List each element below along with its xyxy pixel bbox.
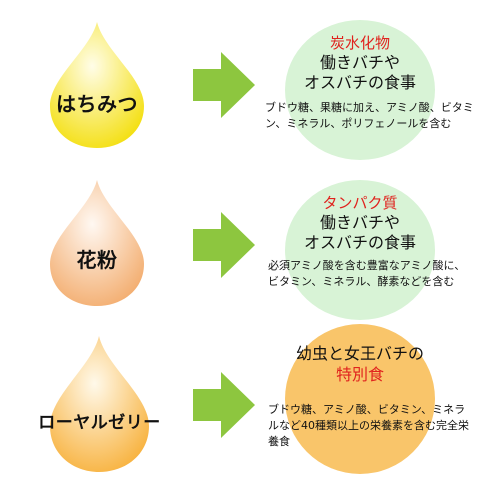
description-text: ブドウ糖、果糖に加え、アミノ酸、ビタミン、ミネラル、ポリフェノールを含む — [265, 101, 474, 130]
nutrition-circle: 炭水化物 働きバチや オスバチの食事 — [285, 20, 435, 160]
arrow-right-icon — [193, 372, 255, 442]
category-label: 炭水化物 — [329, 34, 390, 52]
royal-jelly-drop: ローヤルゼリー — [38, 334, 160, 474]
row-pollen: 花粉 タンパク質 働きバチや オスバチの食事 必須アミノ酸を含む豊富なアミノ酸に… — [0, 160, 480, 320]
source-label: ローヤルゼリー — [38, 413, 161, 433]
category-label: タンパク質 — [322, 194, 398, 212]
row-royal-jelly: ローヤルゼリー 幼虫と女王バチの 特別食 ブドウ糖、アミノ酸、ビタミン、ミネラル… — [0, 320, 480, 480]
row-honey: はちみつ 炭水化物 働きバチや オスバチの食事 ブドウ糖、果糖に加え、アミノ酸、… — [0, 0, 480, 160]
nutrition-circle: 幼虫と女王バチの 特別食 — [285, 324, 435, 474]
honey-drop: はちみつ — [42, 20, 152, 150]
consumer-line-1: 働きバチや — [319, 213, 400, 232]
drop-shape — [50, 336, 149, 472]
nutrition-circle: タンパク質 働きバチや オスバチの食事 — [285, 180, 435, 320]
source-label: 花粉 — [76, 248, 118, 272]
drop-shape — [50, 180, 144, 306]
consumer-line-1: 働きバチや — [319, 53, 400, 72]
pollen-drop: 花粉 — [42, 178, 152, 308]
consumer-line-2: オスバチの食事 — [303, 73, 416, 92]
source-label: はちみつ — [56, 92, 138, 116]
arrow-right-icon — [193, 212, 255, 282]
category-label: 特別食 — [335, 365, 384, 384]
description-text: ブドウ糖、アミノ酸、ビタミン、ミネラルなど40種類以上の栄養素を含む完全栄養食 — [268, 403, 469, 448]
consumer-line: 幼虫と女王バチの — [295, 344, 424, 363]
arrow-right-icon — [193, 52, 255, 122]
drop-shape — [50, 22, 144, 148]
description-text: 必須アミノ酸を含む豊富なアミノ酸に、ビタミン、ミネラル、酵素などを含む — [268, 259, 466, 288]
consumer-line-2: オスバチの食事 — [303, 233, 416, 252]
